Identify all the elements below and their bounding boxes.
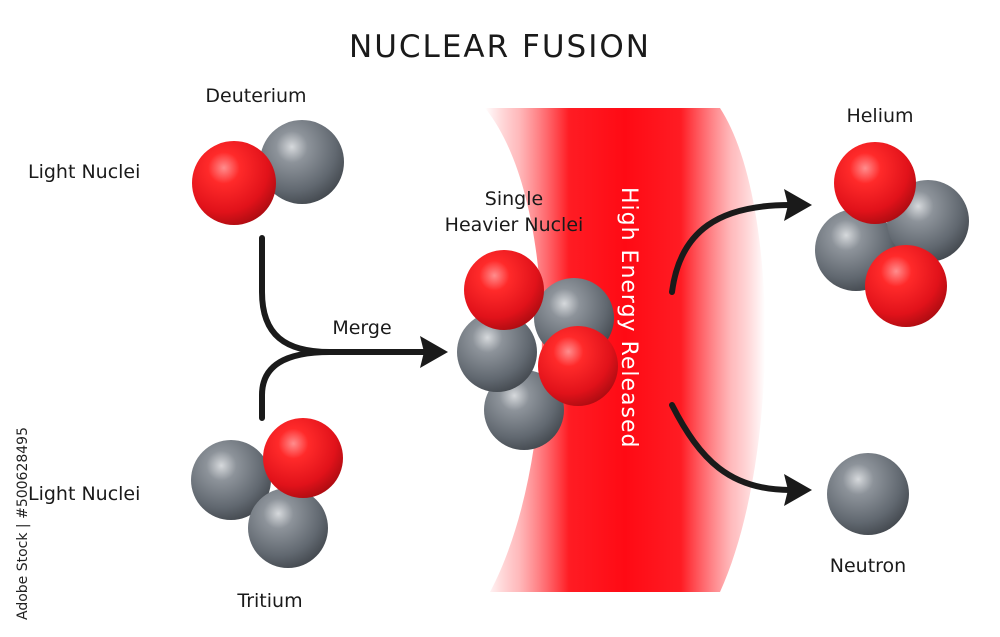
light-nuclei-bottom-label: Light Nuclei	[28, 483, 140, 505]
neutron-label: Neutron	[830, 555, 906, 577]
light-nuclei-top-label: Light Nuclei	[28, 161, 140, 183]
proton-sphere	[263, 418, 343, 498]
watermark-text: Adobe Stock | #500628495	[15, 427, 31, 620]
helium-arrow	[669, 189, 812, 295]
merge-arrow	[259, 235, 448, 421]
neutron-sphere	[457, 312, 537, 392]
proton-sphere	[538, 326, 618, 406]
neutron-sphere	[248, 488, 328, 568]
single-label-line2: Heavier Nuclei	[445, 214, 584, 236]
neutron-sphere	[260, 120, 344, 204]
deuterium-label: Deuterium	[205, 85, 306, 107]
tritium-nucleus	[191, 418, 343, 568]
proton-sphere	[834, 142, 916, 224]
energy-band	[485, 108, 765, 592]
proton-sphere	[464, 250, 544, 330]
helium-nucleus	[815, 142, 969, 327]
proton-sphere	[192, 141, 276, 225]
helium-label: Helium	[846, 105, 913, 127]
single-label-line1: Single	[485, 188, 543, 210]
tritium-label: Tritium	[236, 590, 302, 612]
neutron-arrow	[669, 402, 812, 506]
proton-sphere	[865, 245, 947, 327]
free-neutron	[827, 453, 909, 535]
page-title: NUCLEAR FUSION	[349, 29, 651, 65]
neutron-sphere	[191, 440, 271, 520]
deuterium-nucleus	[192, 120, 344, 225]
heavier-nucleus	[457, 250, 618, 450]
high-energy-label: High Energy Released	[616, 187, 641, 449]
merge-label: Merge	[332, 317, 391, 339]
